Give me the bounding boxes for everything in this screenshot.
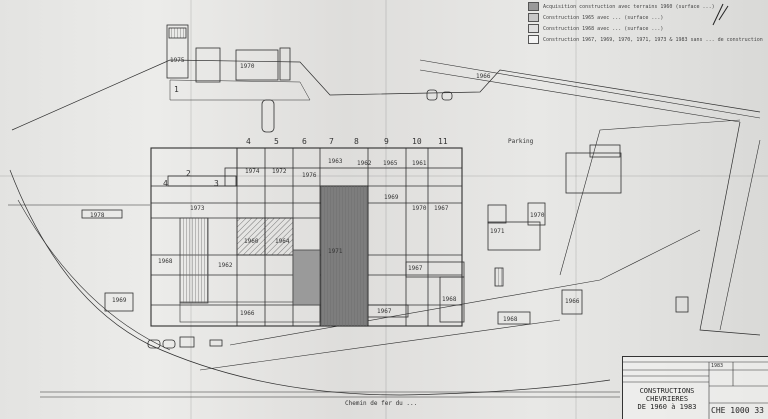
column-number: 6: [302, 137, 307, 146]
building-label: 1972: [272, 168, 287, 175]
legend-swatch: [528, 24, 539, 33]
title-block: 1983 CONSTRUCTIONS CHEVRIERES DE 1960 à …: [622, 356, 768, 419]
legend: Acquisition construction avec terrains 1…: [528, 0, 763, 50]
legend-swatch: [528, 35, 539, 44]
paper-fold: [190, 0, 192, 419]
building-label: 1978: [90, 212, 105, 219]
building-label: 1968: [158, 258, 173, 265]
legend-item: Construction 1968 avec ... (surface ...): [528, 24, 663, 33]
building-label: 1976: [302, 172, 317, 179]
legend-label: Acquisition construction avec terrains 1…: [543, 4, 715, 10]
building-label: 1962: [357, 160, 372, 167]
building-label: 1967: [408, 265, 423, 272]
diagonal-road-2: [199, 319, 561, 371]
legend-label: Construction 1968 avec ... (surface ...): [543, 26, 664, 32]
west-building: [81, 209, 123, 219]
building-label: 1963: [328, 158, 343, 165]
site-boundary: [11, 59, 761, 131]
drawing-reference: CHE 1000 33: [711, 406, 764, 415]
building-label: 1970: [412, 205, 427, 212]
column-number: 9: [384, 137, 389, 146]
column-number: 8: [354, 137, 359, 146]
column-number: 4: [246, 137, 251, 146]
title-block-grid: [623, 361, 768, 419]
building-label: 1964: [275, 238, 290, 245]
building-label: 1975: [170, 57, 185, 64]
column-number: 10: [412, 137, 422, 146]
building-label: 1969: [112, 297, 127, 304]
legend-label: Construction 1967, 1969, 1970, 1971, 197…: [543, 37, 763, 43]
building-top-left: [166, 24, 189, 79]
paper-fold: [0, 175, 768, 177]
railway-curve-2: [17, 199, 171, 351]
east-boundary: [699, 121, 761, 336]
tri-line: [559, 119, 741, 276]
legend-item: Construction 1965 avec ... (surface ...): [528, 13, 663, 22]
railway-curve: [9, 169, 611, 396]
row-number: 3: [214, 179, 219, 188]
building-label: 1967: [377, 308, 392, 315]
building-label: 1974: [245, 168, 260, 175]
road-east: [419, 59, 761, 119]
building-label: 1973: [190, 205, 205, 212]
east-boundary-2: [719, 139, 761, 331]
building-label: 1969: [384, 194, 399, 201]
building-label: 1962: [218, 262, 233, 269]
paper-fold: [575, 0, 577, 419]
building-label: 1971: [490, 228, 505, 235]
title-line: DE 1960 à 1983: [637, 403, 697, 411]
building-label: 1960: [244, 238, 259, 245]
building-label: 1967: [434, 205, 449, 212]
row-number: 1: [174, 85, 179, 94]
building-label: 1966: [565, 298, 580, 305]
building-top-center: [235, 49, 279, 81]
building-label: 1971: [328, 248, 343, 255]
revision-label: 1983: [711, 363, 724, 369]
building-label: 1965: [383, 160, 398, 167]
building-label: 1966: [240, 310, 255, 317]
title-line: CONSTRUCTIONS: [639, 387, 695, 395]
parking-label: Parking: [508, 138, 534, 145]
legend-item: Acquisition construction avec terrains 1…: [528, 2, 715, 11]
building-label: 1961: [412, 160, 427, 167]
road-label: 1966: [476, 73, 491, 80]
legend-item: Construction 1967, 1969, 1970, 1971, 197…: [528, 35, 763, 44]
building-label: 1968: [442, 296, 457, 303]
rail-note: Chemin de fer du ...: [345, 400, 418, 407]
legend-label: Construction 1965 avec ... (surface ...): [543, 15, 664, 21]
building-label: 1968: [503, 316, 518, 323]
row-number: 2: [186, 169, 191, 178]
paper-fold: [385, 0, 387, 419]
building-label: 1970: [240, 63, 255, 70]
row-number: 4: [163, 179, 168, 188]
column-number: 7: [329, 137, 334, 146]
north-arrow-icon: [712, 3, 729, 26]
road-east-2: [419, 69, 741, 123]
pump-house: [487, 221, 541, 251]
title-line: CHEVRIERES: [645, 395, 689, 403]
east-annex: [405, 261, 465, 278]
legend-swatch: [528, 2, 539, 11]
column-number: 11: [438, 137, 448, 146]
drawing-title: CONSTRUCTIONS CHEVRIERES DE 1960 à 1983: [625, 387, 709, 411]
building-label: 1970: [530, 212, 545, 219]
legend-swatch: [528, 13, 539, 22]
column-number: 5: [274, 137, 279, 146]
